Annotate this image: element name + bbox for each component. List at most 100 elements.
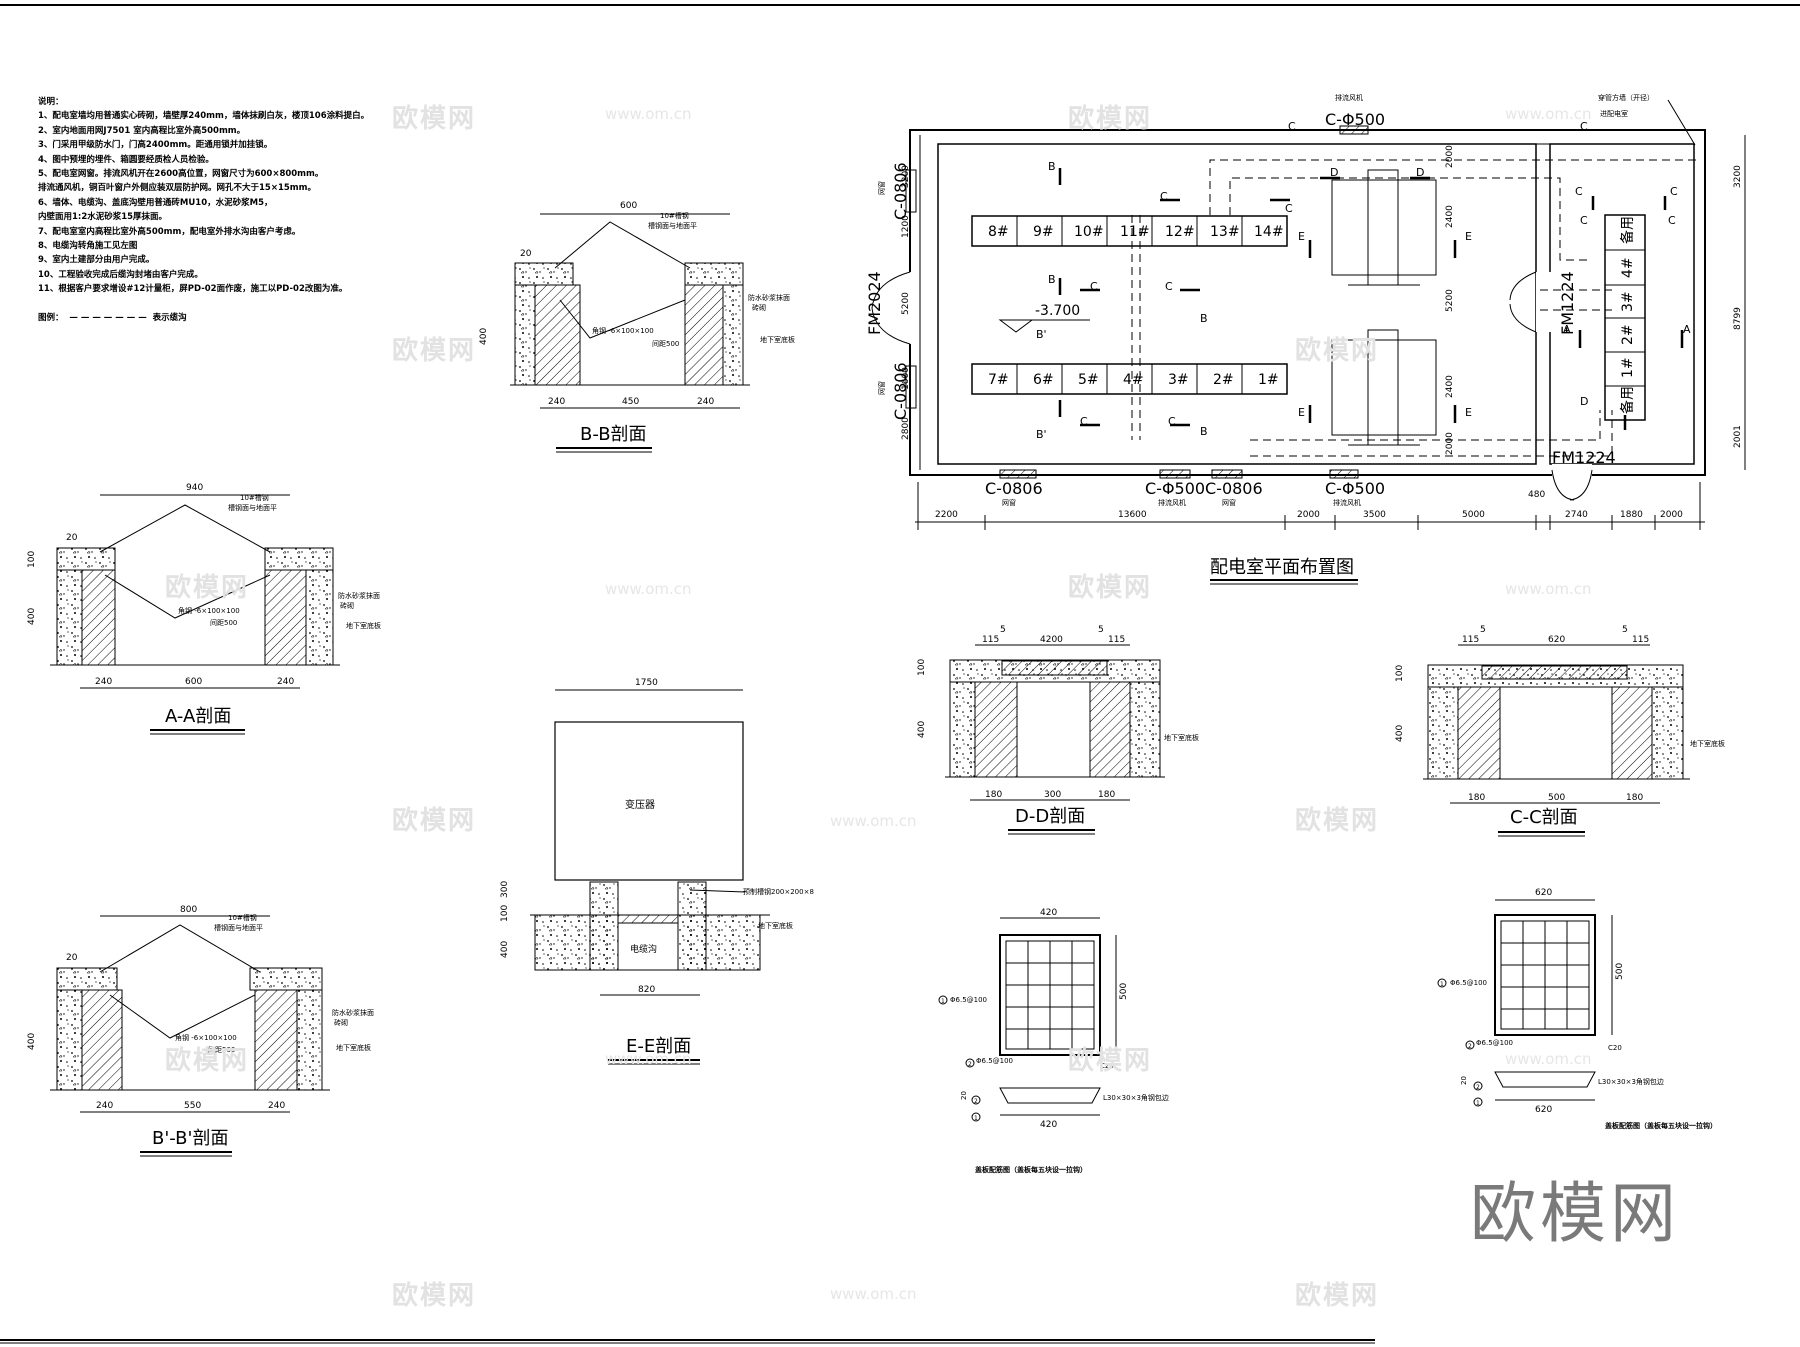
svg-text:400: 400 (500, 941, 510, 958)
svg-text:500: 500 (1615, 963, 1625, 980)
net-window-label: 网窗 (1002, 498, 1016, 507)
section-cc: 115 5 620 5 115 180 500 180 100 400 地下室底… (1395, 625, 1725, 837)
cabinet-label: 1# (1258, 372, 1279, 388)
wall-note: 穿管方墙（开径） (1598, 93, 1654, 102)
section-title: B'-B'剖面 (152, 1128, 228, 1149)
svg-text:槽钢面与地面平: 槽钢面与地面平 (214, 923, 263, 932)
svg-text:1: 1 (1476, 1100, 1480, 1107)
svg-text:B: B (1048, 160, 1056, 173)
plan-title: 配电室平面布置图 (1210, 557, 1354, 578)
svg-text:20: 20 (66, 533, 78, 543)
legend: 图例： — — — — — — — 表示缆沟 (38, 312, 187, 323)
svg-text:C: C (1285, 202, 1293, 215)
svg-text:间距500: 间距500 (210, 619, 237, 627)
svg-text:盖板配筋图（盖板每五块设一拉钩）: 盖板配筋图（盖板每五块设一拉钩） (1605, 1121, 1717, 1130)
svg-text:C: C (1668, 214, 1676, 227)
svg-text:10#槽钢: 10#槽钢 (660, 211, 689, 220)
svg-text:C: C (1575, 185, 1583, 198)
note-line: 4、图中预埋的埋件、箱圆要经质检人员检验。 (38, 154, 214, 165)
note-line: 2、室内地面用网J7501 室内高程比室外高500mm。 (38, 125, 246, 136)
svg-text:420: 420 (1040, 1120, 1057, 1130)
svg-text:115: 115 (1462, 635, 1479, 645)
brand-logo: 欧模网 (1470, 1175, 1680, 1252)
svg-text:400: 400 (1395, 725, 1405, 742)
svg-text:400: 400 (27, 608, 37, 625)
svg-text:Φ6.5@100: Φ6.5@100 (976, 1057, 1013, 1065)
svg-text:间距500: 间距500 (208, 1046, 235, 1054)
svg-text:100: 100 (1395, 665, 1405, 682)
svg-text:1600: 1600 (901, 367, 911, 390)
svg-text:10#槽钢: 10#槽钢 (240, 493, 269, 502)
svg-text:角钢 -6×100×100: 角钢 -6×100×100 (178, 606, 240, 615)
svg-text:940: 940 (186, 483, 203, 493)
note-line: 9、室内土建部分由用户完成。 (38, 255, 155, 266)
svg-text:C: C (1670, 185, 1678, 198)
cable-trench-label: 电缆沟 (630, 943, 657, 955)
note-line: 排流通风机，铜百叶窗户外侧应装双层防护网。网孔不大于15×15mm。 (38, 183, 316, 194)
elevation-label: -3.700 (1035, 303, 1080, 319)
svg-text:5000: 5000 (1462, 510, 1485, 520)
svg-text:地下室底板: 地下室底板 (346, 621, 381, 630)
note-line: 6、墙体、电缆沟、盖底沟壁用普通砖MU10，水泥砂浆M5， (38, 197, 273, 208)
svg-text:A: A (1563, 323, 1571, 336)
svg-text:620: 620 (1535, 1105, 1552, 1115)
svg-text:300: 300 (500, 881, 510, 898)
svg-text:1200: 1200 (901, 215, 911, 238)
svg-text:地下室底板: 地下室底板 (336, 1043, 371, 1052)
section-aa: 940 240 600 240 20 100 400 10#槽钢 槽钢面与地面平… (27, 483, 381, 735)
cabinet-label: 13# (1210, 224, 1240, 240)
svg-text:100: 100 (27, 551, 37, 568)
fan-label: 排流风机 (1158, 498, 1186, 507)
svg-text:1750: 1750 (635, 678, 658, 688)
svg-text:B: B (1048, 273, 1056, 286)
section-title: B-B剖面 (580, 424, 647, 445)
svg-text:115: 115 (1632, 635, 1649, 645)
svg-text:620: 620 (1535, 888, 1552, 898)
svg-text:E: E (1465, 406, 1472, 419)
svg-text:1880: 1880 (1620, 510, 1643, 520)
svg-text:D: D (1580, 395, 1588, 408)
cabinet-row-top: 8# 9# 10# 11# 12# 13# 14# (971, 215, 1288, 247)
cover-plate-right: 620 500 1 Φ6.5@100 2 Φ6.5@100 C20 L30×30… (1437, 888, 1717, 1130)
svg-text:2200: 2200 (935, 510, 958, 520)
section-bpbp: 800 240 550 240 20 400 10#槽钢 槽钢面与地面平 角钢 … (27, 905, 374, 1157)
svg-text:2740: 2740 (1565, 510, 1588, 520)
svg-text:C20: C20 (1100, 1062, 1114, 1070)
svg-text:C: C (1090, 280, 1098, 293)
section-title: A-A剖面 (165, 706, 231, 727)
svg-text:500: 500 (1548, 793, 1565, 803)
svg-text:1: 1 (941, 998, 945, 1005)
svg-text:400: 400 (27, 1033, 37, 1050)
svg-text:2000: 2000 (1445, 432, 1455, 455)
net-window-label: 网窗 (877, 181, 886, 195)
cabinet-label: 12# (1165, 224, 1195, 240)
svg-text:600: 600 (185, 677, 202, 687)
svg-text:地下室底板: 地下室底板 (1690, 739, 1725, 748)
svg-text:预制槽钢200×200×8: 预制槽钢200×200×8 (743, 887, 814, 896)
svg-text:槽钢面与地面平: 槽钢面与地面平 (648, 221, 697, 230)
svg-text:100: 100 (500, 905, 510, 922)
svg-text:180: 180 (985, 790, 1002, 800)
svg-text:600: 600 (620, 201, 637, 211)
svg-text:500: 500 (1119, 983, 1129, 1000)
svg-text:槽钢面与地面平: 槽钢面与地面平 (228, 503, 277, 512)
svg-text:防水砂浆抹面: 防水砂浆抹面 (338, 591, 380, 600)
svg-text:820: 820 (638, 985, 655, 995)
svg-text:20: 20 (66, 953, 78, 963)
svg-text:D: D (1416, 166, 1424, 179)
svg-text:180: 180 (1098, 790, 1115, 800)
door-label: FM1224 (1552, 448, 1616, 467)
svg-text:B: B (1200, 425, 1208, 438)
svg-text:240: 240 (697, 397, 714, 407)
note-line: 5、配电室网窗。排流风机开在2600高位置，网窗尺寸为600×800mm。 (38, 169, 324, 180)
section-ee: 变压器 电缆沟 1750 820 300 100 400 预制槽钢200×200… (500, 678, 814, 1065)
svg-text:2400: 2400 (1445, 205, 1455, 228)
svg-text:240: 240 (268, 1101, 285, 1111)
svg-text:1: 1 (974, 1115, 978, 1122)
svg-text:240: 240 (277, 677, 294, 687)
cabinet-label: 9# (1033, 224, 1054, 240)
svg-text:20: 20 (520, 249, 532, 259)
svg-text:地下室底板: 地下室底板 (1164, 733, 1199, 742)
fan-size-label: C-Φ500 (1325, 110, 1385, 129)
fan-label: 排流风机 (1335, 93, 1363, 102)
